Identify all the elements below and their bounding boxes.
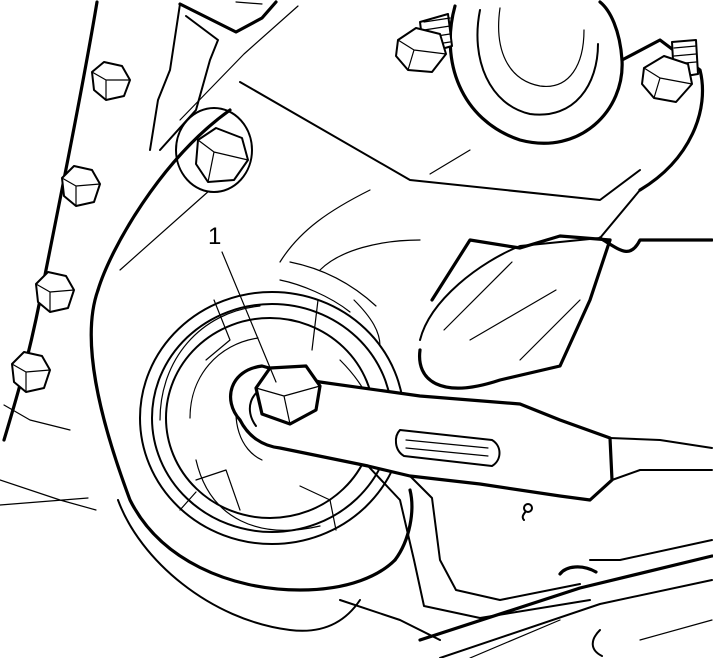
frame-bolt-3 (35, 271, 75, 313)
upper-bracket (119, 0, 299, 271)
trailing-arm-body (89, 81, 641, 632)
bushing-nut (254, 364, 322, 426)
lower-link-arm (417, 234, 612, 390)
frame-rail (0, 0, 99, 511)
top-bolt-right (641, 39, 699, 103)
bracket-bolt (175, 107, 253, 193)
callout-1-label: 1 (208, 223, 221, 250)
callout-1-leader-line (221, 251, 277, 383)
frame-bolt-4 (11, 351, 51, 393)
top-bolt-left (395, 13, 453, 73)
upper-link-eye (419, 0, 713, 341)
frame-bolt-2 (61, 165, 101, 207)
frame-bolt-1 (91, 61, 131, 101)
lower-right-structure (339, 437, 713, 658)
callout-1: 1 (208, 223, 277, 383)
